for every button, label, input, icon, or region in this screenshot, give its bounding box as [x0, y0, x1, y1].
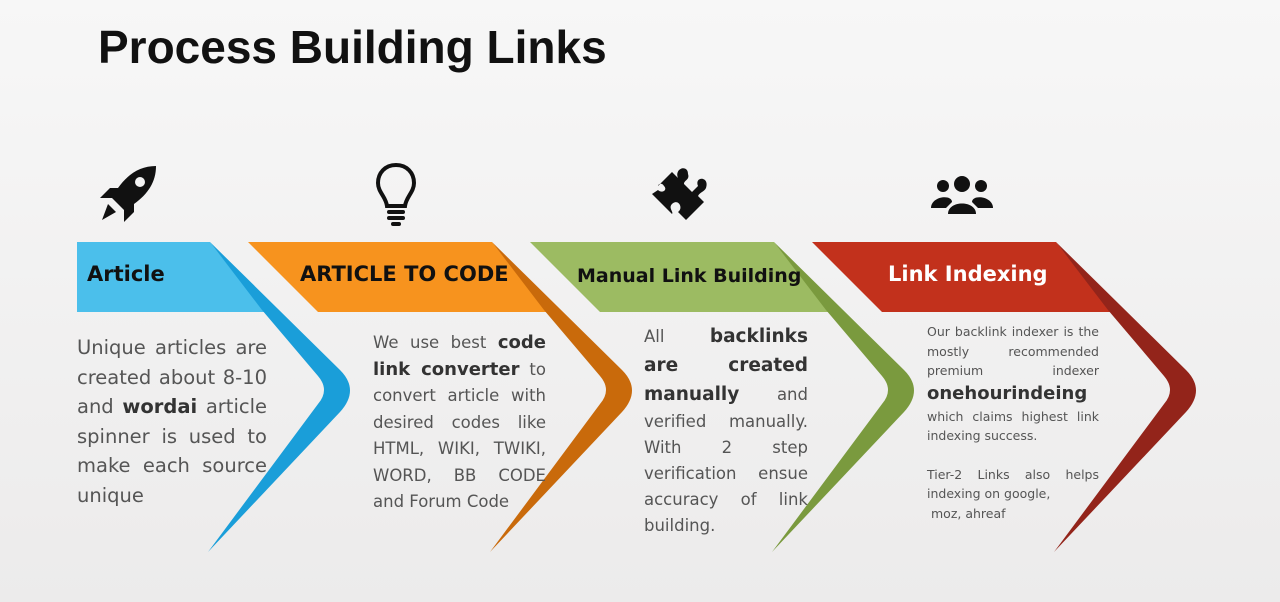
step-description-article-to-code: We use best code link converter to conve… [373, 330, 546, 516]
page-title: Process Building Links [98, 21, 607, 73]
header-band-article [77, 242, 265, 312]
rocket-icon [100, 166, 156, 222]
step-4-shapes [812, 242, 1196, 552]
lightbulb-icon [375, 162, 417, 226]
step-header-article: Article [87, 262, 165, 286]
step-header-link-indexing: Link Indexing [888, 262, 1048, 286]
step-3-shapes [530, 242, 914, 552]
step-description-indexing: Our backlink indexer is the mostly recom… [927, 322, 1099, 523]
text: which claims highest link indexing succe… [927, 408, 1099, 444]
text: and verified manually. With 2 step verif… [644, 385, 808, 535]
emphasis: code link converter [373, 332, 546, 380]
text: Our backlink indexer is the mostly recom… [927, 324, 1099, 378]
puzzle-icon [652, 168, 707, 220]
text: Unique articles are created about 8-10 a… [77, 336, 267, 418]
text: moz, ahreaf [931, 505, 1006, 521]
step-1-shapes [77, 242, 350, 552]
text: article spinner is used to make each sou… [77, 395, 267, 507]
emphasis: backlinks are created manually [644, 326, 808, 405]
text: to convert article with desired codes li… [373, 359, 546, 512]
users-icon [931, 176, 993, 214]
text: All [644, 327, 710, 346]
step-2-shapes [248, 242, 632, 552]
text: We use best [373, 333, 498, 352]
emphasis: onehourindeing [927, 382, 1088, 404]
step-header-article-to-code: ARTICLE TO CODE [300, 262, 509, 286]
step-description-manual: All backlinks are created manually and v… [644, 322, 808, 539]
step-header-manual-link-building: Manual Link Building [577, 265, 802, 287]
step-description-article: Unique articles are created about 8-10 a… [77, 333, 267, 510]
header-band-manual [530, 242, 829, 312]
header-band-article-to-code [248, 242, 547, 312]
header-band-indexing [812, 242, 1111, 312]
emphasis: wordai [122, 395, 198, 418]
text: Tier-2 Links also helps indexing on goog… [927, 466, 1099, 502]
